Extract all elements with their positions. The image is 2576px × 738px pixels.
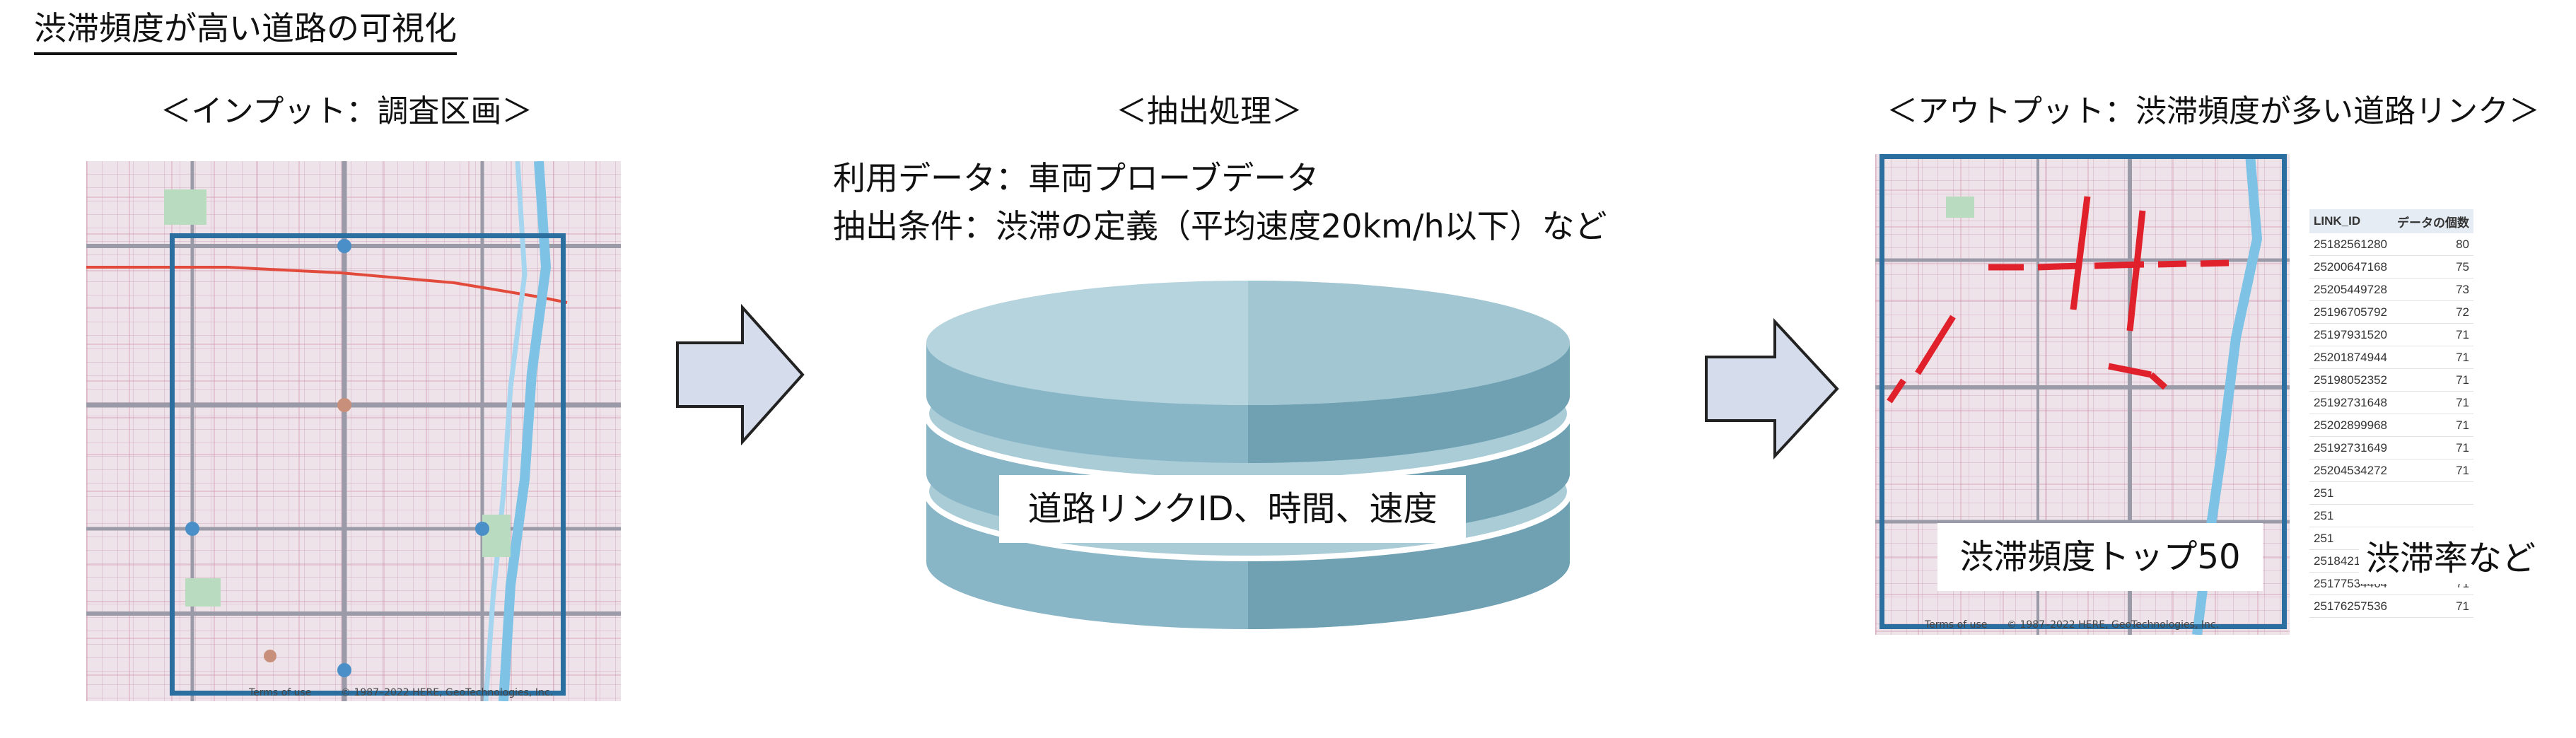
table-cell-link-id: 25200647168 <box>2314 259 2388 274</box>
table-row: 25200647168 75 <box>2309 256 2473 279</box>
table-cell-count: 71 <box>2456 350 2469 364</box>
table-row: 251 <box>2309 505 2473 527</box>
table-cell-link-id: 251 <box>2314 531 2334 545</box>
table-cell-link-id: 25196705792 <box>2314 305 2388 319</box>
process-heading: ＜抽出処理＞ <box>1116 93 1302 129</box>
output-map-credit-terms: Terms of use <box>1925 619 1988 631</box>
table-cell-link-id: 251 <box>2314 486 2334 500</box>
table-row: 25192731649 71 <box>2309 437 2473 459</box>
database-cylinder-icon <box>923 281 1573 629</box>
process-condition-line: 抽出条件：渋滞の定義（平均速度20km/h以下）など <box>833 207 1607 245</box>
table-cell-link-id: 25198052352 <box>2314 373 2388 387</box>
table-cell-link-id: 25192731648 <box>2314 395 2388 409</box>
output-heading: ＜アウトプット：渋滞頻度が多い道路リンク＞ <box>1887 93 2540 129</box>
table-cell-link-id: 25192731649 <box>2314 440 2388 455</box>
table-row: 25201874944 71 <box>2309 346 2473 369</box>
output-area-frame <box>1879 154 2287 629</box>
input-map: Terms of use © 1987–2022 HERE, GeoTechno… <box>86 161 621 701</box>
table-cell-count: 71 <box>2456 418 2469 432</box>
table-cell-count: 80 <box>2456 237 2469 251</box>
table-cell-count: 72 <box>2456 305 2469 319</box>
table-cell-count: 71 <box>2456 395 2469 409</box>
database-label: 道路リンクID、時間、速度 <box>999 475 1466 543</box>
table-row: 25192731648 71 <box>2309 392 2473 414</box>
table-cell-link-id: 251 <box>2314 508 2334 522</box>
table-cell-link-id: 25182561280 <box>2314 237 2388 251</box>
table-cell-count: 71 <box>2456 463 2469 477</box>
input-heading: ＜インプット：調査区画＞ <box>160 93 533 129</box>
congestion-segments <box>1887 196 2230 404</box>
table-row: 25197931520 71 <box>2309 324 2473 346</box>
table-cell-link-id: 25197931520 <box>2314 327 2388 341</box>
table-cell-count: 71 <box>2456 327 2469 341</box>
table-row: 25205449728 73 <box>2309 279 2473 301</box>
arrow-right-icon <box>1705 318 1839 459</box>
table-cell-count: 75 <box>2456 259 2469 274</box>
table-row: 25202899968 71 <box>2309 414 2473 437</box>
output-map-credit-copyright: © 1987–2022 HERE, GeoTechnologies, Inc. <box>2007 619 2220 631</box>
congestion-rate-label: 渋滞率など <box>2359 533 2543 584</box>
table-col-link-id: LINK_ID <box>2314 214 2361 228</box>
table-row: 25176257536 71 <box>2309 595 2473 618</box>
link-table: LINK_ID データの個数 25182561280 80 25200647168 7… <box>2309 209 2473 662</box>
process-data-line: 利用データ：車両プローブデータ <box>833 159 1319 197</box>
table-cell-count: 73 <box>2456 282 2469 296</box>
table-col-count: データの個数 <box>2397 216 2469 230</box>
table-row: 25196705792 72 <box>2309 301 2473 324</box>
table-cell-link-id: 25176257536 <box>2314 599 2388 613</box>
table-cell-link-id: 25204534272 <box>2314 463 2388 477</box>
table-cell-link-id: 25205449728 <box>2314 282 2388 296</box>
table-cell-count: 71 <box>2456 373 2469 387</box>
top50-label: 渋滞頻度トップ50 <box>1937 523 2263 591</box>
survey-area-frame <box>170 233 566 696</box>
table-header: LINK_ID データの個数 <box>2309 209 2473 233</box>
input-map-roads <box>86 161 621 701</box>
table-cell-link-id: 25201874944 <box>2314 350 2388 364</box>
table-row: 251 <box>2309 482 2473 505</box>
table-row: 25182561280 80 <box>2309 233 2473 256</box>
table-cell-link-id: 25202899968 <box>2314 418 2388 432</box>
input-map-credit-copyright: © 1987–2022 HERE, GeoTechnologies, Inc. <box>341 687 554 698</box>
table-cell-count: 71 <box>2456 599 2469 613</box>
table-row: 25198052352 71 <box>2309 369 2473 392</box>
input-map-credit-terms: Terms of use <box>249 687 312 698</box>
table-cell-count: 71 <box>2456 440 2469 455</box>
page-title: 渋滞頻度が高い道路の可視化 <box>34 6 457 55</box>
table-row: 25204534272 71 <box>2309 459 2473 482</box>
arrow-right-icon <box>676 304 805 445</box>
